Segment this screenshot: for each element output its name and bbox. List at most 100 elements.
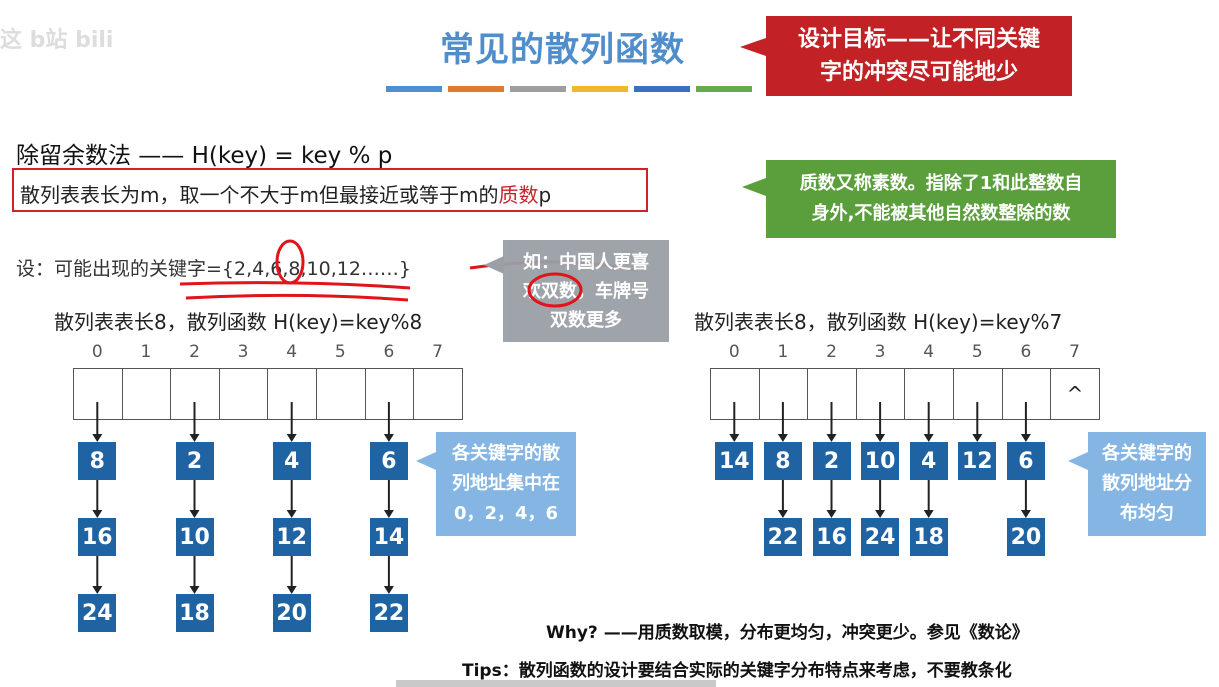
arrow-head [923,510,934,518]
slot-index-label: 2 [189,342,200,362]
hash-slot [413,368,463,420]
callout-line: 列地址集中在 [452,473,560,494]
slot-index-label: 5 [971,342,983,362]
callout-line: 如：中国人更喜 [523,251,649,273]
tips-note: Tips：散列函数的设计要结合实际的关键字分布特点来考虑，不要教条化 [462,661,1012,681]
example-circle-mark [527,272,583,308]
callout-line: 各关键字的 [1102,443,1192,464]
callout-line: 散列地址分 [1102,473,1192,494]
arrow-head [826,510,837,518]
chain-node: 20 [1006,518,1045,556]
prime-rule-box: 散列表表长为m，取一个不大于m但最接近或等于m的质数p [12,168,648,212]
chain-node: 22 [369,594,408,632]
slot-index-label: 6 [383,342,395,362]
chain-node: 18 [175,594,214,632]
arrow-head [92,586,103,594]
callout-line: 质数又称素数。指除了1和此整数自 [799,173,1083,194]
callout-line: 0，2，4，6 [453,503,559,524]
chain-node: 6 [369,442,408,480]
callout-pointer [484,256,504,274]
arrow-head [383,434,394,442]
video-progress-bar[interactable] [396,680,716,687]
slot-index-label: 3 [874,342,886,362]
chain-node: 24 [78,594,117,632]
uniform-address-callout: 各关键字的散列地址分布均匀 [1088,432,1206,536]
color-strip [634,86,690,92]
callout-pointer [742,178,766,196]
arrow-head [189,434,200,442]
watermark: 这 b站 bili [0,28,114,53]
callout-line: 各关键字的散 [452,443,560,464]
callout-line: 布均匀 [1120,503,1174,524]
slot-index-label: 1 [140,342,152,362]
rule-suffix: p [538,183,552,207]
arrow-head [189,510,200,518]
chain-node: 2 [812,442,851,480]
slot-index-label: 7 [432,342,443,362]
slot-index-label: 5 [334,342,346,362]
slot-index-label: 2 [826,342,837,362]
possible-keys-line: 设：可能出现的关键字={2,4,6,8,10,12……} [16,258,412,280]
callout-line: 身外,不能被其他自然数整除的数 [811,203,1071,224]
callout-line: 欢双数，车牌号 [523,280,649,302]
chain-node: 14 [369,518,408,556]
design-goal-callout: 设计目标——让不同关键字的冲突尽可能地少 [766,16,1072,96]
chain-node: 20 [272,594,311,632]
callout-line: 双数更多 [550,309,622,331]
chain-node: 12 [958,442,997,480]
arrow-head [777,510,788,518]
callout-pointer [740,38,766,56]
chain-node: 10 [861,442,900,480]
arrow-head [286,510,297,518]
underline-mark [179,281,411,290]
slot-index-label: 6 [1020,342,1032,362]
chain-node: 8 [78,442,117,480]
arrow-head [189,586,200,594]
chain-node: 18 [909,518,948,556]
arrow-head [1020,510,1031,518]
slot-index-label: 1 [777,342,789,362]
chain-node: 4 [272,442,311,480]
chain-node: 8 [763,442,802,480]
color-strip [386,86,442,92]
arrow-head [826,434,837,442]
prime-definition-callout: 质数又称素数。指除了1和此整数自身外,不能被其他自然数整除的数 [766,160,1116,238]
clustered-address-callout: 各关键字的散列地址集中在 0，2，4，6 [436,432,576,536]
chain-node: 24 [861,518,900,556]
arrow-head [1020,434,1031,442]
arrow-head [777,434,788,442]
chain-node: 22 [763,518,802,556]
arrow-head [875,510,886,518]
chain-node: 14 [715,442,754,480]
slot-index-label: 7 [1069,342,1080,362]
callout-line: 字的冲突尽可能地少 [819,60,1018,85]
chain-node: 16 [812,518,851,556]
underline-mark [185,293,409,302]
arrow-head [92,434,103,442]
arrow-head [286,586,297,594]
hash-slot: ^ [1050,368,1100,420]
slot-index-label: 4 [923,342,935,362]
chain-node: 2 [175,442,214,480]
division-method-formula: 除留余数法 —— H(key) = key % p [16,143,393,169]
chain-node: 4 [909,442,948,480]
left-table-caption: 散列表表长8，散列函数 H(key)=key%8 [54,310,423,334]
slot-index-label: 0 [728,342,740,362]
chain-node: 16 [78,518,117,556]
prime-highlight: 质数 [498,183,539,207]
color-strip [696,86,752,92]
arrow-head [286,434,297,442]
arrow-head [875,434,886,442]
chain-node: 10 [175,518,214,556]
chain-node: 6 [1006,442,1045,480]
color-strip [572,86,628,92]
even-number-example-callout: 如：中国人更喜欢双数，车牌号双数更多 [503,240,669,342]
arrow-head [972,434,983,442]
why-note: Why? ——用质数取模，分布更均匀，冲突更少。参见《数论》 [546,623,1029,643]
arrow-head [92,510,103,518]
slot-index-label: 3 [237,342,249,362]
callout-pointer [1068,452,1088,470]
page-title: 常见的散列函数 [440,30,685,70]
